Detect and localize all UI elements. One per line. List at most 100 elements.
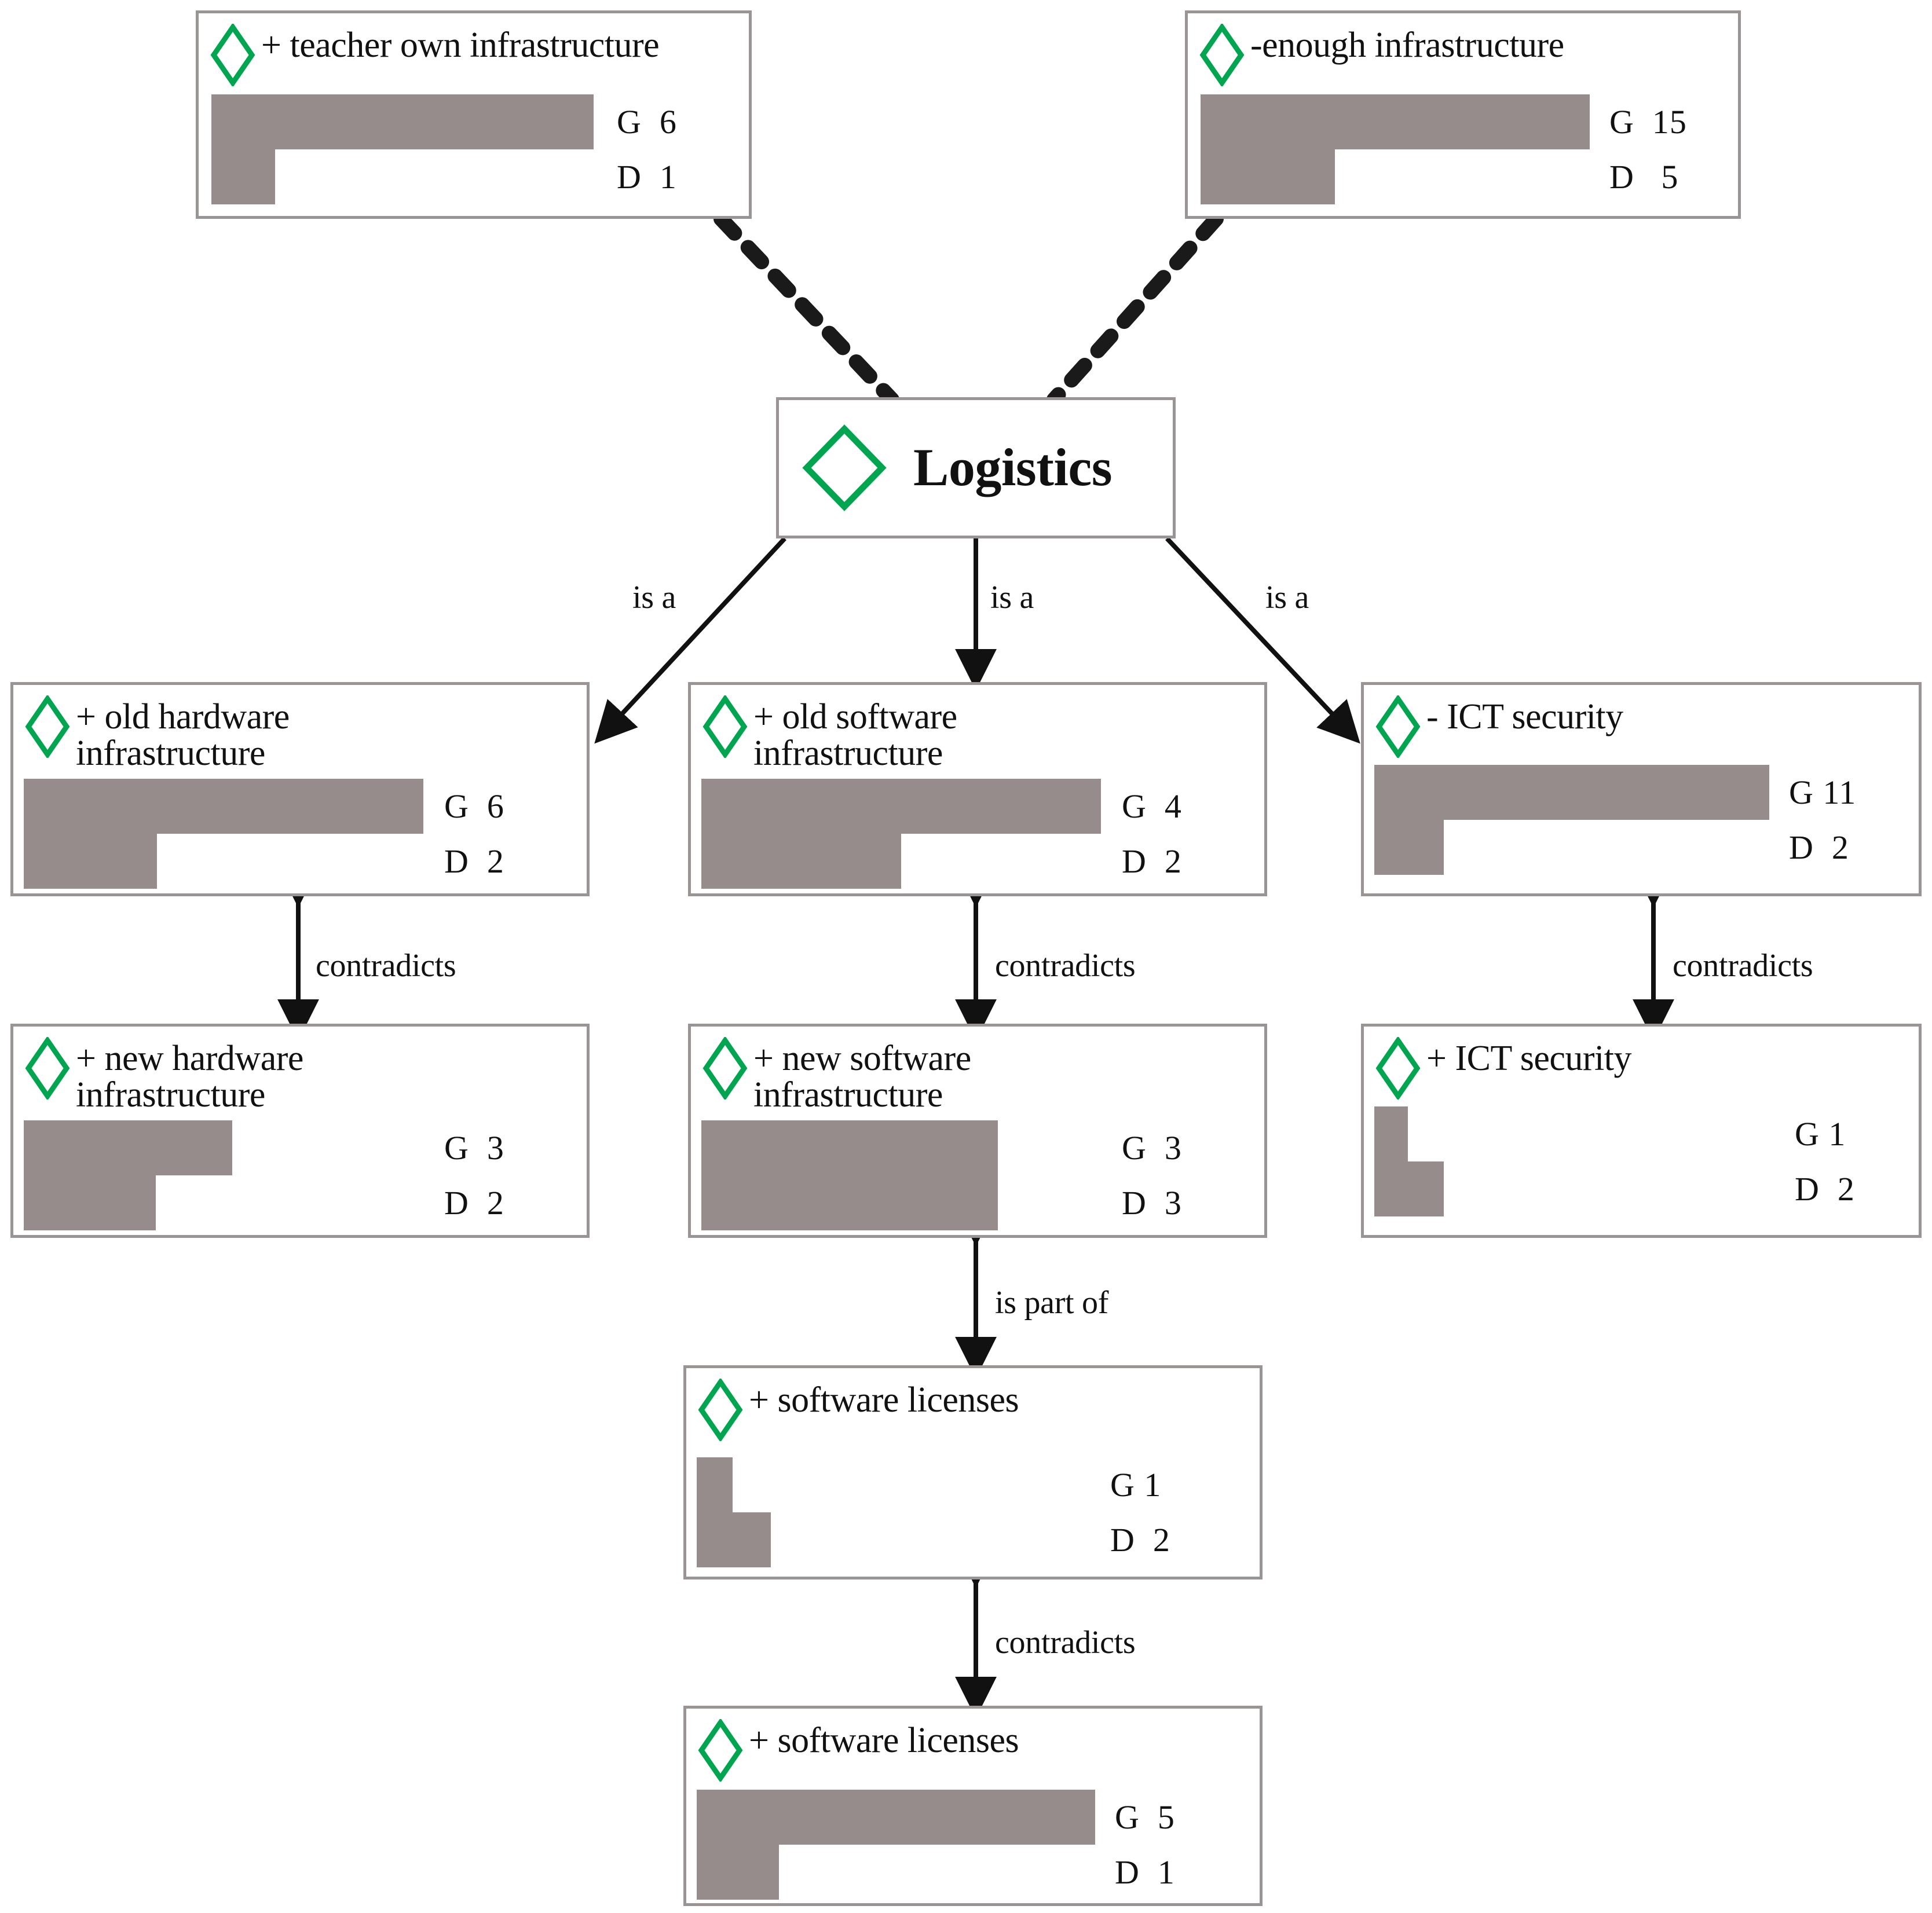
node-header: - ICT security xyxy=(1364,685,1919,758)
bar-g xyxy=(24,779,423,834)
bar-d xyxy=(697,1845,779,1900)
node-new-hardware-infrastructure[interactable]: + new hardware infrastructure G 3 D 2 xyxy=(10,1024,590,1238)
node-header: Logistics xyxy=(779,400,1173,536)
bar-g xyxy=(1201,94,1590,149)
bar-row-g: G 1 xyxy=(697,1457,1260,1512)
node-header: + software licenses xyxy=(686,1368,1260,1441)
node-old-software-infrastructure[interactable]: + old software infrastructure G 4 D 2 xyxy=(688,682,1267,896)
green-diamond-icon xyxy=(1199,24,1245,86)
node-title: Logistics xyxy=(913,438,1113,497)
bar-d xyxy=(697,1512,771,1567)
green-diamond-icon xyxy=(1375,1037,1421,1100)
node-header: + new hardware infrastructure xyxy=(13,1027,587,1113)
bar-g xyxy=(697,1457,733,1512)
bar-d-value: D 5 xyxy=(1609,158,1679,196)
node-header: + ICT security xyxy=(1364,1027,1919,1100)
bar-d-value: D 1 xyxy=(617,158,677,196)
bar-row-d: D 5 xyxy=(1201,149,1738,204)
node-logistics[interactable]: Logistics xyxy=(776,397,1176,538)
bar-row-d: D 2 xyxy=(24,834,587,889)
edge-label-is-a-right: is a xyxy=(1265,580,1309,615)
bar-chart: G 4 D 2 xyxy=(691,779,1264,889)
bar-row-d: D 3 xyxy=(701,1175,1264,1231)
green-diamond-icon xyxy=(25,695,70,758)
bar-d-value: D 1 xyxy=(1115,1853,1175,1891)
bar-row-g: G 4 xyxy=(701,779,1264,834)
node-software-licenses-lower[interactable]: + software licenses G 5 D 1 xyxy=(683,1706,1263,1906)
dashed-link-teacher-to-logistics xyxy=(713,211,899,407)
bar-row-g: G 3 xyxy=(24,1120,587,1176)
node-header: -enough infrastructure xyxy=(1188,13,1738,86)
bar-g xyxy=(24,1120,232,1176)
bar-g-value: G 3 xyxy=(1122,1129,1182,1167)
bar-d xyxy=(211,149,275,204)
node-software-licenses-upper[interactable]: + software licenses G 1 D 2 xyxy=(683,1365,1263,1579)
node-title: + old hardware infrastructure xyxy=(76,697,290,774)
edge-label-is-a-left: is a xyxy=(632,580,676,615)
bar-chart: G 3 D 3 xyxy=(691,1120,1264,1231)
node-enough-infrastructure[interactable]: -enough infrastructure G 15 D 5 xyxy=(1185,10,1741,219)
bar-d-value: D 2 xyxy=(1110,1521,1170,1559)
bar-row-d: D 2 xyxy=(697,1512,1260,1567)
bar-chart: G 5 D 1 xyxy=(686,1790,1260,1900)
node-teacher-own-infrastructure[interactable]: + teacher own infrastructure G 6 D 1 xyxy=(196,10,752,219)
bar-d-value: D 2 xyxy=(1122,842,1182,881)
bar-g xyxy=(211,94,594,149)
bar-row-d: D 1 xyxy=(697,1845,1260,1900)
bar-row-g: G 1 xyxy=(1374,1106,1919,1161)
green-diamond-icon xyxy=(698,1719,743,1782)
bar-g-value: G 15 xyxy=(1609,103,1687,141)
green-diamond-icon xyxy=(698,1379,743,1441)
node-ict-security-positive[interactable]: + ICT security G 1 D 2 xyxy=(1361,1024,1922,1238)
edge-label-contradicts-left: contradicts xyxy=(316,948,456,984)
node-title: + software licenses xyxy=(749,1380,1019,1420)
bar-chart: G 6 D 1 xyxy=(199,94,749,204)
edge-label-is-a-middle: is a xyxy=(990,580,1034,615)
bar-d-value: D 2 xyxy=(1789,829,1849,866)
bar-row-g: G 3 xyxy=(701,1120,1264,1176)
bar-d-value: D 2 xyxy=(444,842,504,881)
bar-chart: G 11 D 2 xyxy=(1364,765,1919,875)
bar-g-value: G 4 xyxy=(1122,787,1182,826)
edge-label-contradicts-right: contradicts xyxy=(1673,948,1813,984)
bar-row-d: D 1 xyxy=(211,149,749,204)
bar-d-value: D 3 xyxy=(1122,1184,1182,1222)
bar-chart: G 15 D 5 xyxy=(1188,94,1738,204)
bar-row-d: D 2 xyxy=(1374,820,1919,875)
bar-g-value: G 1 xyxy=(1110,1466,1162,1504)
bar-g-value: G 6 xyxy=(617,103,677,141)
node-title: - ICT security xyxy=(1426,697,1623,736)
bar-g xyxy=(1374,765,1769,820)
node-header: + new software infrastructure xyxy=(691,1027,1264,1113)
green-diamond-icon xyxy=(802,424,887,511)
bar-chart: G 1 D 2 xyxy=(686,1457,1260,1567)
node-header: + software licenses xyxy=(686,1709,1260,1782)
bar-chart: G 6 D 2 xyxy=(13,779,587,889)
bar-d xyxy=(1374,820,1444,875)
node-header: + teacher own infrastructure xyxy=(199,13,749,86)
edge-label-contradicts-middle: contradicts xyxy=(995,948,1136,984)
node-title: + old software infrastructure xyxy=(753,697,957,774)
bar-d xyxy=(701,834,901,889)
edge-label-is-part-of: is part of xyxy=(995,1285,1109,1321)
bar-g xyxy=(701,1120,998,1176)
node-header: + old software infrastructure xyxy=(691,685,1264,772)
bar-row-g: G 5 xyxy=(697,1790,1260,1845)
bar-row-g: G 6 xyxy=(211,94,749,149)
bar-d xyxy=(1374,1161,1444,1216)
bar-g-value: G 5 xyxy=(1115,1798,1175,1836)
node-title: + teacher own infrastructure xyxy=(261,25,660,65)
node-old-hardware-infrastructure[interactable]: + old hardware infrastructure G 6 D 2 xyxy=(10,682,590,896)
bar-row-g: G 6 xyxy=(24,779,587,834)
bar-row-d: D 2 xyxy=(24,1175,587,1231)
bar-row-g: G 15 xyxy=(1201,94,1738,149)
green-diamond-icon xyxy=(1375,695,1421,758)
node-ict-security-negative[interactable]: - ICT security G 11 D 2 xyxy=(1361,682,1922,896)
bar-chart: G 3 D 2 xyxy=(13,1120,587,1231)
bar-g xyxy=(701,779,1101,834)
node-new-software-infrastructure[interactable]: + new software infrastructure G 3 D 3 xyxy=(688,1024,1267,1238)
bar-d xyxy=(701,1175,998,1231)
green-diamond-icon xyxy=(25,1037,70,1100)
bar-chart: G 1 D 2 xyxy=(1364,1106,1919,1216)
bar-g-value: G 6 xyxy=(444,787,504,826)
